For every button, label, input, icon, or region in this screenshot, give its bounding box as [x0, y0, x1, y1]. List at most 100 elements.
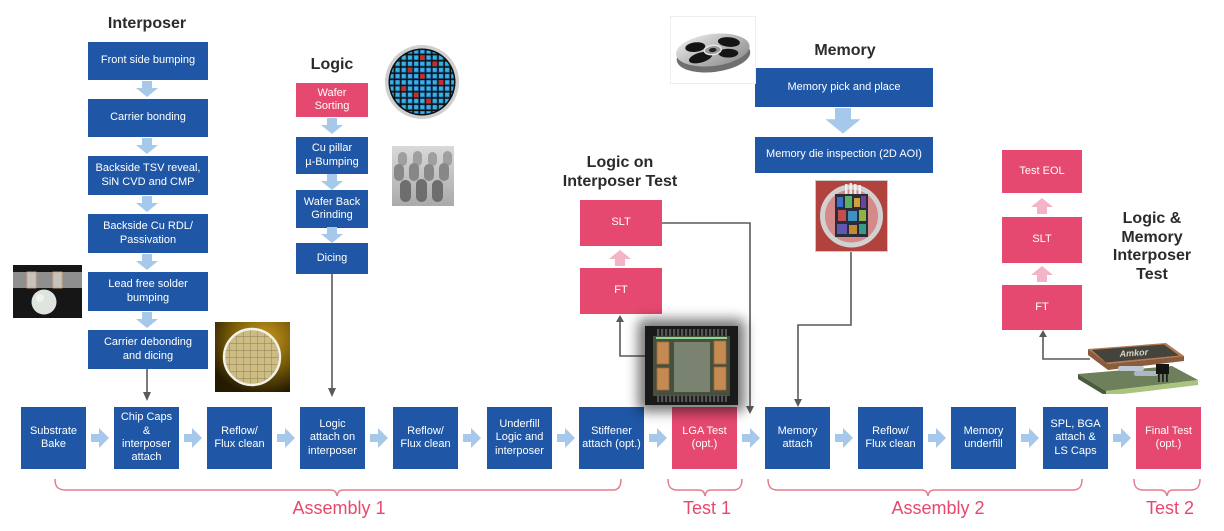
flow-arrow-right-icon — [184, 428, 202, 448]
flow-arrow-right-icon — [557, 428, 575, 448]
phase-label-assembly-1: Assembly 1 — [292, 498, 386, 518]
amkor-pcb-photo: Amkor — [1076, 334, 1200, 399]
gold-wafer-photo-art — [215, 322, 290, 392]
connector-arrowhead-icon — [746, 406, 754, 414]
microbump-photo — [392, 146, 454, 211]
flow-arrow-down-icon — [136, 254, 158, 270]
flow-arrow-down-icon — [136, 312, 158, 328]
step-wafer-sorting: Wafer Sorting — [296, 83, 368, 117]
memory-die-photo — [814, 179, 889, 257]
microbump-photo-art — [392, 146, 454, 206]
flow-arrow-down-icon — [825, 108, 861, 134]
flow-arrow-down-icon — [321, 174, 343, 190]
step-spl-bga-attach: SPL, BGA attach & LS Caps — [1043, 407, 1108, 469]
flow-arrow-down-icon — [136, 138, 158, 154]
step-chip-caps-interposer-attach: Chip Caps & interposer attach — [114, 407, 179, 469]
connector-arrowhead-icon — [143, 392, 151, 401]
step-backside-cu-rdl: Backside Cu RDL/ Passivation — [88, 214, 208, 253]
phase-braces — [54, 478, 1201, 497]
step-final-test: Final Test (opt.) — [1136, 407, 1201, 469]
flow-arrow-up-icon — [1031, 198, 1053, 214]
die-detail — [837, 196, 866, 234]
flow-arrow-right-icon — [649, 428, 667, 448]
step-memory-die-inspection: Memory die inspection (2D AOI) — [755, 137, 933, 173]
flow-arrow-down-icon — [136, 81, 158, 97]
flow-arrow-right-icon — [1113, 428, 1131, 448]
step-memory-attach: Memory attach — [765, 407, 830, 469]
flow-arrow-right-icon — [277, 428, 295, 448]
step-logic-attach-on-interposer: Logic attach on interposer — [300, 407, 365, 469]
flow-arrow-right-icon — [1021, 428, 1039, 448]
phase-brace-test-2 — [1133, 478, 1201, 497]
heading-logic: Logic — [310, 56, 354, 73]
connector-arrowhead-icon — [794, 399, 802, 407]
connector-arrowheads — [143, 315, 1047, 414]
flow-arrow-right-icon — [928, 428, 946, 448]
connector-slt-to-assembly — [662, 222, 751, 406]
step-front-side-bumping: Front side bumping — [88, 42, 208, 80]
connector-inspection-to-memory-attach — [797, 252, 852, 399]
wafer-defect-dies — [401, 55, 444, 104]
phase-brace-test-1 — [667, 478, 743, 497]
logic-wafer-map — [382, 43, 462, 126]
heading-logic-memory-interposer-test: Logic & Memory Interposer Test — [1112, 210, 1192, 284]
solder-bump-photo — [13, 265, 82, 323]
step-stiffener-attach: Stiffener attach (opt.) — [579, 407, 644, 469]
lga-package-photo-art — [645, 326, 738, 405]
pcb-front-edge — [1106, 380, 1198, 396]
step-loi-ft: FT — [580, 268, 662, 314]
step-memory-pick-and-place: Memory pick and place — [755, 68, 933, 107]
step-carrier-bonding: Carrier bonding — [88, 99, 208, 137]
connector-arrowhead-icon — [616, 315, 624, 322]
flow-arrow-right-icon — [91, 428, 109, 448]
step-lead-free-solder-bumping: Lead free solder bumping — [88, 272, 208, 311]
phase-brace-assembly-2 — [767, 478, 1083, 497]
solder-bump-photo-art — [13, 265, 82, 318]
logic-wafer-map-art — [385, 45, 459, 119]
step-lmi-ft: FT — [1002, 285, 1082, 330]
connector-arrowhead-icon — [1039, 330, 1047, 337]
copper-pads — [656, 340, 727, 391]
flow-arrow-right-icon — [742, 428, 760, 448]
connector-pcb-to-ft — [1042, 337, 1090, 360]
step-test-eol: Test EOL — [1002, 150, 1082, 193]
amkor-pcb-photo-art: Amkor — [1078, 343, 1198, 396]
phase-label-test-1: Test 1 — [682, 498, 732, 518]
phase-brace-assembly-1 — [54, 478, 622, 497]
flow-arrow-up-icon — [609, 250, 631, 266]
step-lga-test: LGA Test (opt.) — [672, 407, 737, 469]
connector-arrowhead-icon — [328, 388, 336, 397]
phase-label-test-2: Test 2 — [1145, 498, 1195, 518]
step-substrate-bake: Substrate Bake — [21, 407, 86, 469]
flow-arrow-down-icon — [321, 227, 343, 243]
step-underfill-logic-interposer: Underfill Logic and interposer — [487, 407, 552, 469]
step-wafer-back-grinding: Wafer Back Grinding — [296, 190, 368, 228]
flow-arrow-up-icon — [1031, 266, 1053, 282]
step-memory-underfill: Memory underfill — [951, 407, 1016, 469]
step-reflow-flux-clean-2: Reflow/ Flux clean — [393, 407, 458, 469]
flow-arrow-down-icon — [136, 196, 158, 212]
amkor-logo-text: Amkor — [1118, 347, 1149, 359]
heading-interposer: Interposer — [107, 15, 187, 32]
step-dicing: Dicing — [296, 243, 368, 274]
step-reflow-flux-clean-3: Reflow/ Flux clean — [858, 407, 923, 469]
flow-arrow-down-icon — [321, 118, 343, 134]
memory-reel-photo-art — [669, 15, 757, 85]
heading-logic-on-interposer-test: Logic on Interposer Test — [562, 154, 678, 190]
step-cu-pillar-bumping: Cu pillar µ-Bumping — [296, 137, 368, 174]
step-reflow-flux-clean-1: Reflow/ Flux clean — [207, 407, 272, 469]
lga-package-photo — [645, 326, 738, 405]
heading-memory: Memory — [814, 42, 876, 59]
flow-arrow-right-icon — [835, 428, 853, 448]
gold-wafer-photo — [215, 322, 290, 397]
reel-art — [675, 33, 751, 73]
step-lmi-slt: SLT — [1002, 217, 1082, 263]
flow-arrow-right-icon — [370, 428, 388, 448]
flow-arrow-right-icon — [463, 428, 481, 448]
memory-die-photo-art — [814, 179, 889, 253]
pcb-components — [1118, 364, 1169, 382]
step-carrier-debonding-dicing: Carrier debonding and dicing — [88, 330, 208, 369]
step-loi-slt: SLT — [580, 200, 662, 246]
